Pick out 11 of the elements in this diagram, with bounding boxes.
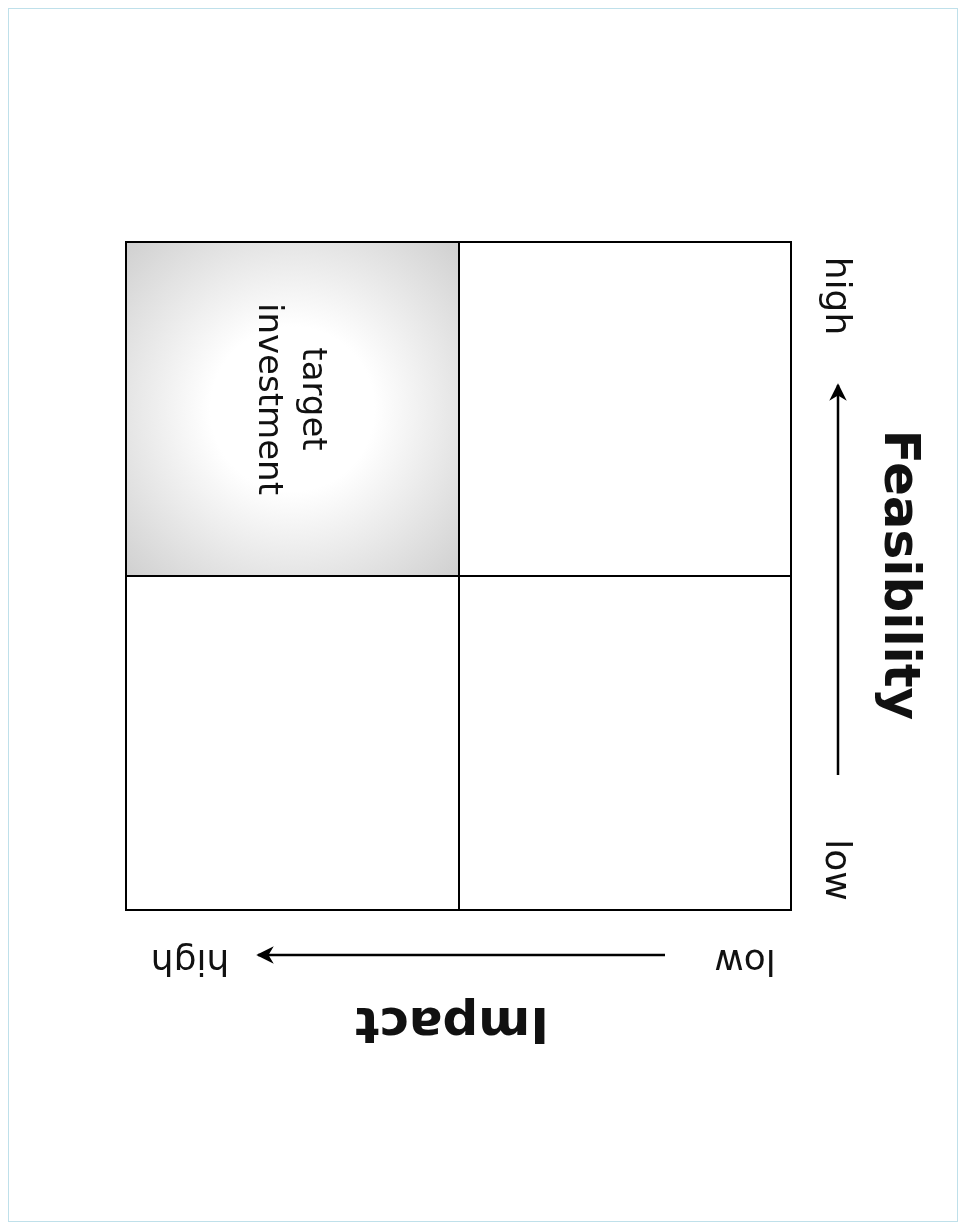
quadrant-cell	[125, 575, 460, 911]
highlighted-quadrant	[125, 241, 460, 577]
quadrant-label: target investment	[249, 302, 336, 497]
quadrant-cell	[458, 575, 792, 911]
axis-end-label: high	[817, 256, 859, 336]
axis-title: Feasibility	[873, 429, 931, 721]
axis-title: Impact	[355, 996, 549, 1054]
axis-end-label: low	[714, 941, 776, 983]
quadrant-cell	[458, 241, 792, 577]
axis-end-label: low	[817, 839, 859, 901]
axis-end-label: high	[150, 941, 230, 983]
